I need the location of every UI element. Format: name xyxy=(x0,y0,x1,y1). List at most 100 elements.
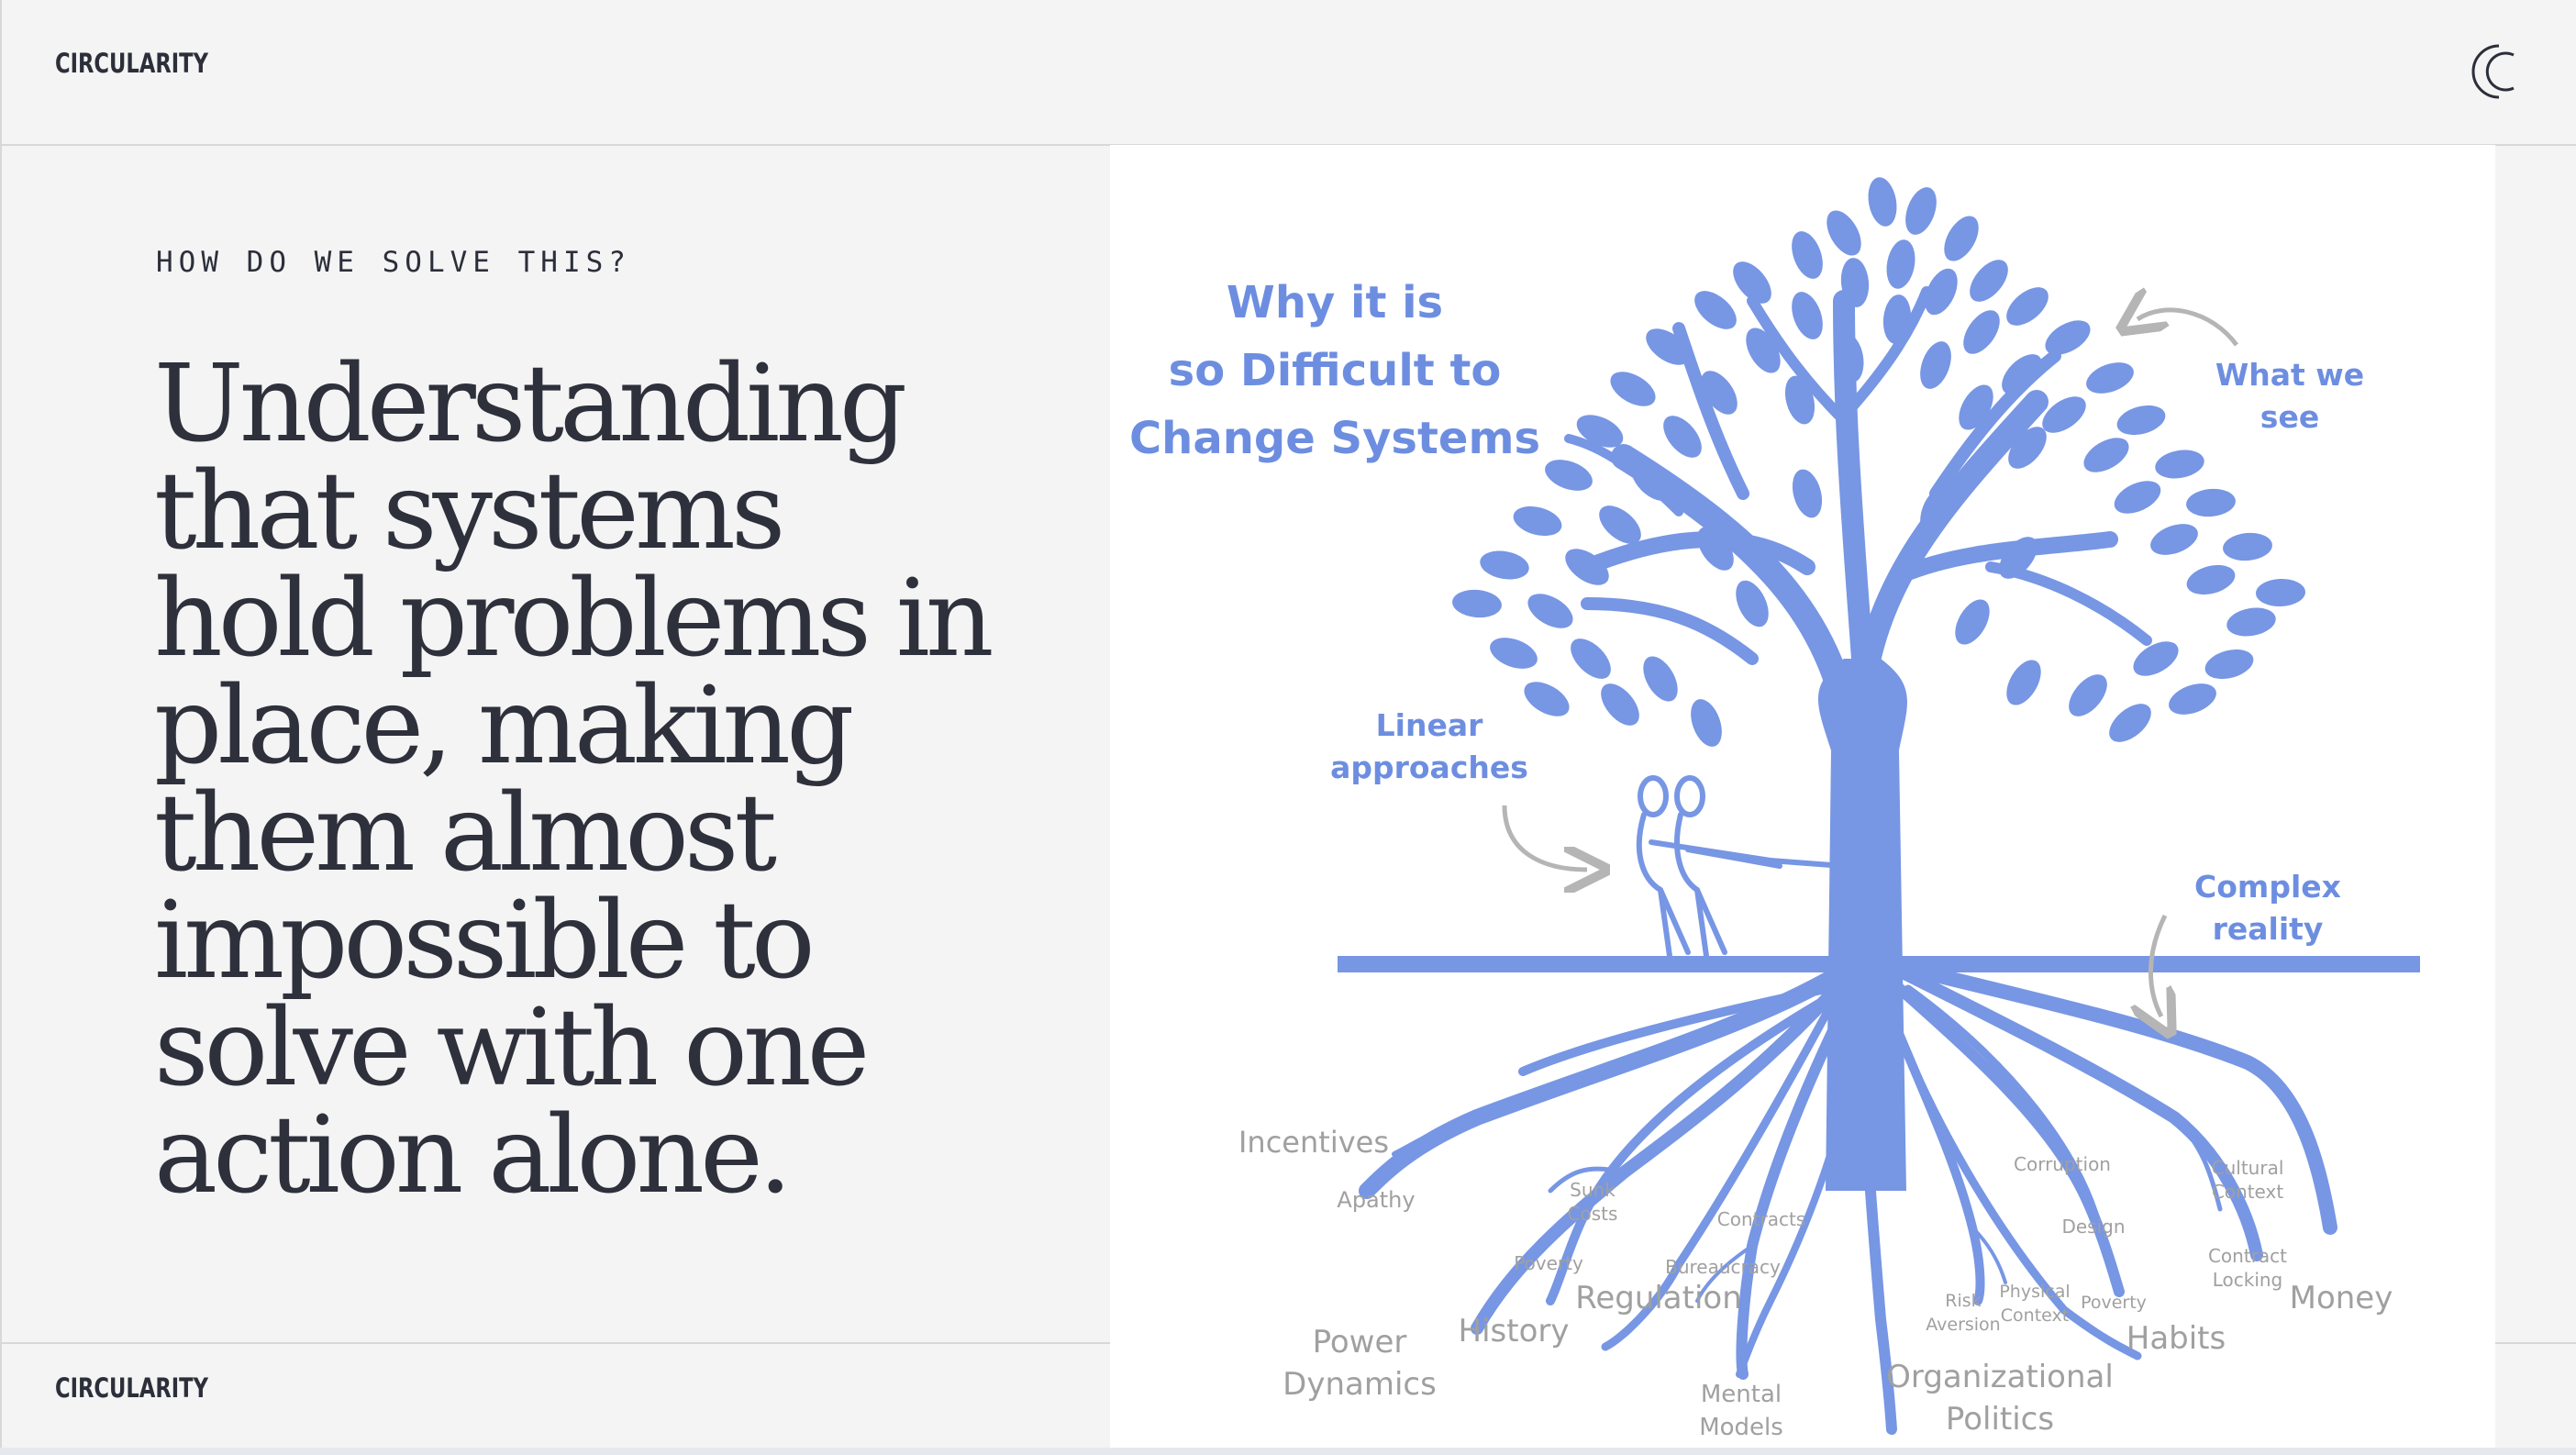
root-label: Apathy xyxy=(1337,1187,1415,1213)
figure-title-line: Change Systems xyxy=(1129,413,1540,464)
root-label: Politics xyxy=(1946,1401,2054,1438)
root-label: Organizational xyxy=(1886,1359,2114,1395)
leaf xyxy=(2114,401,2169,440)
leaf xyxy=(1865,175,1901,228)
linear-approaches-figures xyxy=(1639,778,1844,956)
root-label: Bureaucracy xyxy=(1665,1256,1781,1278)
ground-line xyxy=(1338,956,2420,972)
what-we-see-label: see xyxy=(2260,399,2319,435)
leaf xyxy=(1685,694,1728,750)
root-label: Design xyxy=(2061,1216,2125,1238)
complex-reality-label: reality xyxy=(2213,911,2324,947)
root-label: Poverty xyxy=(2081,1293,2147,1313)
root-label: Mental xyxy=(1701,1381,1782,1408)
leaf xyxy=(1451,588,1503,620)
what-we-see-label: What we xyxy=(2215,357,2364,393)
root-label: Risk xyxy=(1945,1291,1981,1311)
leaf xyxy=(2164,678,2220,721)
header-brand[interactable]: CIRCULARITY xyxy=(55,48,208,79)
leaf xyxy=(2202,645,2257,684)
root-label: Money xyxy=(2290,1280,2393,1316)
linear-approaches-label: approaches xyxy=(1330,750,1528,785)
leaf xyxy=(1522,587,1579,636)
circularity-logo-icon[interactable] xyxy=(2459,37,2528,106)
root-label: Context xyxy=(2212,1181,2284,1203)
headline-line: hold problems in xyxy=(154,557,990,681)
root-label: History xyxy=(1459,1313,1570,1349)
leaf xyxy=(1883,238,1919,291)
root-label: Physical xyxy=(1999,1282,2070,1302)
headline-line: them almost xyxy=(154,772,772,895)
leaf xyxy=(1915,337,1958,393)
leaf xyxy=(1478,548,1531,583)
leaf xyxy=(2225,605,2278,640)
headline-line: solve with one xyxy=(154,986,865,1110)
headline-line: place, making xyxy=(154,664,849,788)
linear-approaches-arrow xyxy=(1505,805,1587,870)
root-label: Locking xyxy=(2213,1269,2283,1291)
leaf xyxy=(2000,654,2049,711)
leaf xyxy=(1688,283,1744,337)
root-label: Contract xyxy=(2208,1245,2287,1267)
leaf xyxy=(2185,487,2237,519)
root-label: Regulation xyxy=(1575,1280,1742,1316)
leaf xyxy=(2109,474,2166,520)
leaf xyxy=(1949,594,1997,650)
left-border xyxy=(0,0,2,1455)
complex-reality-label: Complex xyxy=(2194,869,2341,905)
leaf xyxy=(2255,578,2305,607)
figure-title-line: Why it is xyxy=(1227,277,1443,328)
root-label: Corruption xyxy=(2014,1153,2111,1175)
footer-brand[interactable]: CIRCULARITY xyxy=(55,1372,208,1404)
root-label: Costs xyxy=(1568,1203,1618,1225)
leaf xyxy=(1786,227,1829,283)
systems-tree-figure: Why it is so Difficult to Change Systems… xyxy=(1110,145,2495,1448)
leaf xyxy=(2082,357,2137,400)
leaf xyxy=(1820,205,1869,261)
leaf xyxy=(2000,280,2056,333)
root-label: Habits xyxy=(2126,1320,2226,1357)
leaf xyxy=(2103,696,2159,750)
root-label: Context xyxy=(2001,1305,2069,1326)
root-label: Sunk xyxy=(1570,1179,1616,1201)
leaf xyxy=(1510,502,1565,541)
headline-line: that systems xyxy=(154,450,781,573)
leaf xyxy=(1900,183,1943,239)
root-label: Incentives xyxy=(1238,1125,1389,1160)
headline-line: Understanding xyxy=(154,342,903,466)
leaf xyxy=(2078,431,2135,480)
root-label: Dynamics xyxy=(1282,1366,1437,1403)
leaf xyxy=(1788,466,1827,521)
figure-title-line: so Difficult to xyxy=(1169,345,1502,396)
root-label: Power xyxy=(1313,1324,1407,1361)
what-we-see-arrow xyxy=(2137,310,2237,345)
headline-line: action alone. xyxy=(154,1094,788,1217)
linear-approaches-label: Linear xyxy=(1376,707,1483,743)
systems-tree-illustration: Why it is so Difficult to Change Systems… xyxy=(1110,145,2495,1448)
leaf xyxy=(1637,650,1685,707)
root-label: Poverty xyxy=(1514,1252,1583,1274)
leaf xyxy=(2222,531,2273,563)
leaf xyxy=(1956,304,2007,360)
leaf xyxy=(2061,668,2115,724)
root-label: Cultural xyxy=(2212,1157,2284,1179)
leaf xyxy=(1656,409,1709,465)
leaf xyxy=(1786,287,1829,343)
leaf xyxy=(1518,675,1575,724)
leaf xyxy=(1563,631,1617,685)
leaf xyxy=(2127,635,2184,683)
leaf xyxy=(1962,253,2015,309)
leaf xyxy=(1485,632,1541,675)
leaf xyxy=(1593,677,1647,733)
bottom-strip xyxy=(0,1448,2576,1455)
leaf xyxy=(1540,454,1596,497)
root-label: Aversion xyxy=(1926,1315,2000,1335)
root-label: Models xyxy=(1699,1414,1783,1441)
slide-headline: Understanding that systems hold problems… xyxy=(154,350,1081,1209)
headline-line: impossible to xyxy=(154,879,811,1003)
root-label: Contracts xyxy=(1717,1208,1805,1230)
leaf xyxy=(2146,518,2202,561)
leaf xyxy=(2153,447,2206,483)
leaf xyxy=(2183,561,2238,600)
leaf xyxy=(1604,365,1661,414)
